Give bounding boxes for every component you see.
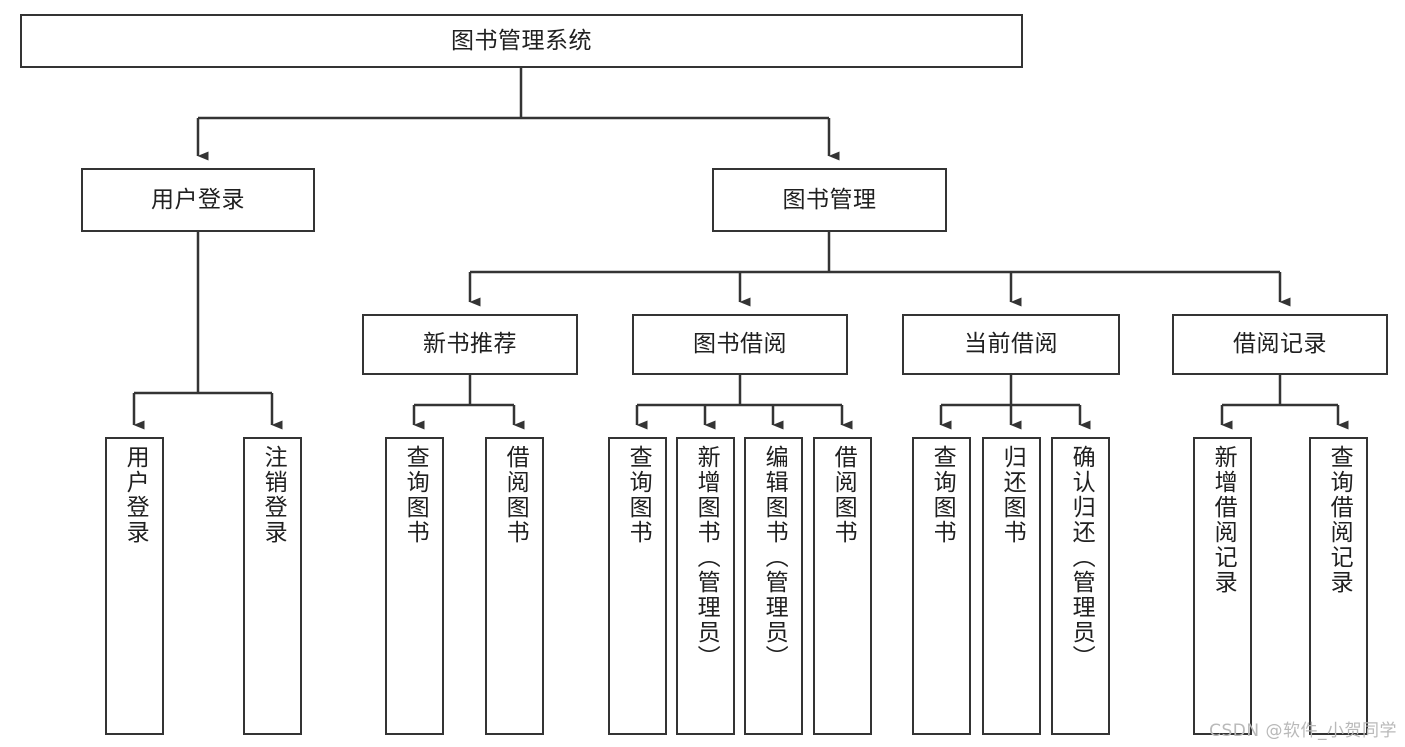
leaf-borrow-record-add-record[interactable]: 新增借阅记录 [1193,437,1252,735]
leaf-label: 借阅图书 [830,445,857,545]
leaf-book-borrow-query-book[interactable]: 查询图书 [608,437,667,735]
node-label-user-login: 用户登录 [151,186,245,213]
leaf-label: 查询图书 [402,445,429,545]
leaf-new-book-query-book[interactable]: 查询图书 [385,437,444,735]
leaf-label: 借阅图书 [502,445,529,545]
leaf-current-borrow-confirm-return-admin[interactable]: 确认归还（管理员） [1051,437,1110,735]
node-label-current-borrow: 当前借阅 [964,331,1058,358]
node-book-borrow[interactable]: 图书借阅 [632,314,848,375]
leaf-new-book-borrow-book[interactable]: 借阅图书 [485,437,544,735]
node-current-borrow[interactable]: 当前借阅 [902,314,1120,375]
node-label-new-book-recommend: 新书推荐 [423,331,517,358]
leaf-label: 新增图书（管理员） [693,445,720,670]
leaf-book-borrow-edit-book-admin[interactable]: 编辑图书（管理员） [744,437,803,735]
leaf-user-login-logout[interactable]: 注销登录 [243,437,302,735]
leaf-current-borrow-return-book[interactable]: 归还图书 [982,437,1041,735]
leaf-book-borrow-add-book-admin[interactable]: 新增图书（管理员） [676,437,735,735]
node-label-book-management: 图书管理 [782,186,877,213]
leaf-label: 查询图书 [625,445,652,545]
leaf-label: 注销登录 [260,445,287,545]
leaf-label: 新增借阅记录 [1210,445,1237,595]
node-label-root: 图书管理系统 [451,27,592,54]
leaf-book-borrow-borrow-book[interactable]: 借阅图书 [813,437,872,735]
node-label-borrow-record: 借阅记录 [1233,331,1327,358]
leaf-current-borrow-query-book[interactable]: 查询图书 [912,437,971,735]
leaf-label: 归还图书 [999,445,1026,545]
leaf-label: 用户登录 [122,445,149,545]
leaf-borrow-record-query-record[interactable]: 查询借阅记录 [1309,437,1368,735]
node-book-management[interactable]: 图书管理 [712,168,947,232]
leaf-user-login-login[interactable]: 用户登录 [105,437,164,735]
node-label-book-borrow: 图书借阅 [693,331,787,358]
leaf-label: 查询图书 [929,445,956,545]
node-user-login[interactable]: 用户登录 [81,168,315,232]
leaf-label: 查询借阅记录 [1326,445,1353,595]
node-new-book-recommend[interactable]: 新书推荐 [362,314,578,375]
leaf-label: 编辑图书（管理员） [761,445,788,670]
leaf-label: 确认归还（管理员） [1068,445,1095,670]
node-root-system[interactable]: 图书管理系统 [20,14,1023,68]
node-borrow-record[interactable]: 借阅记录 [1172,314,1388,375]
